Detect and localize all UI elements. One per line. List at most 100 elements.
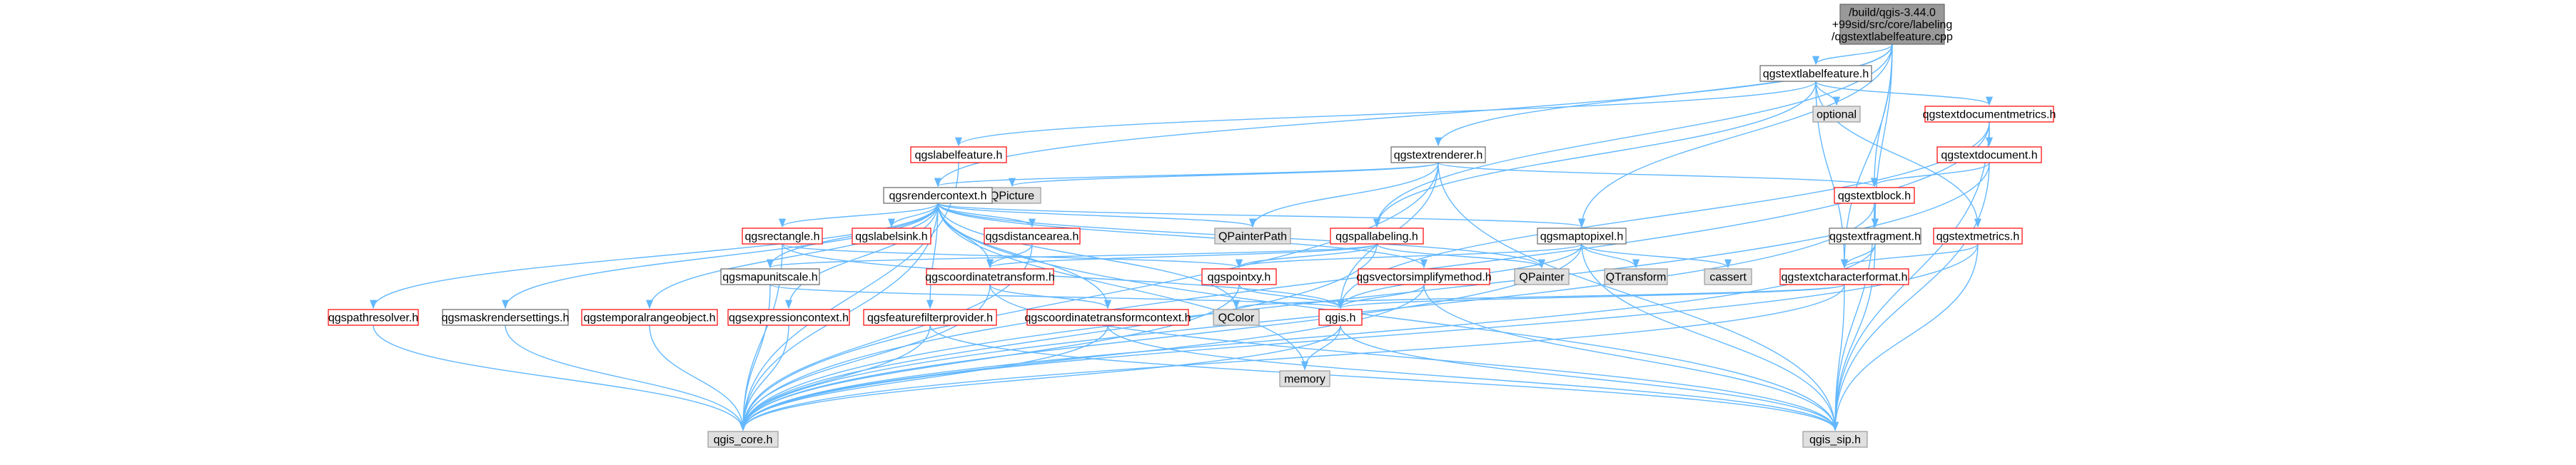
node-label: qgis_sip.h — [1809, 434, 1861, 446]
node-qgstextrenderer[interactable]: qgstextrenderer.h — [1390, 146, 1486, 163]
edge-qgstextmetrics-to-qgis_sip — [1831, 243, 1979, 431]
node-qgspointxy[interactable]: qgspointxy.h — [1201, 268, 1277, 285]
node-label: qgspointxy.h — [1208, 272, 1271, 284]
node-label: qgsdistancearea.h — [986, 231, 1079, 243]
node-label: cassert — [1709, 272, 1747, 284]
node-box — [1779, 268, 1909, 285]
edge-qgstextblock-to-qgis_core — [739, 203, 1875, 431]
node-label: qgsrendercontext.h — [889, 190, 987, 203]
node-qgsfeaturefilterprovider[interactable]: qgsfeaturefilterprovider.h — [863, 309, 997, 326]
node-box — [926, 268, 1054, 285]
node-label: qgspathresolver.h — [328, 312, 418, 325]
node-label: qgscoordinatetransform.h — [925, 272, 1054, 284]
node-qgis[interactable]: qgis.h — [1318, 309, 1363, 326]
node-qgsdistancearea[interactable]: qgsdistancearea.h — [984, 228, 1081, 245]
node-box — [707, 431, 779, 448]
node-qpicture: QPicture — [983, 187, 1041, 204]
node-qgstextblock[interactable]: qgstextblock.h — [1834, 187, 1915, 204]
node-cassert: cassert — [1704, 268, 1752, 285]
node-label: qgstextlabelfeature.h — [1763, 68, 1869, 81]
node-label: /build/qgis-3.44.0 — [1849, 7, 1936, 19]
edge-qgsmaptopixel-to-qgis_sip — [1581, 243, 1839, 431]
edge-qgsrendercontext-to-qgsvectorsimplifymethod — [937, 203, 1428, 269]
edge-qgspallabeling-to-qgsmapunitscale — [767, 243, 1378, 269]
edge-root-to-qgsmaptopixel — [1577, 44, 1893, 228]
node-box — [1330, 228, 1424, 245]
edge-qgis-to-qgis_core — [739, 325, 1341, 431]
node-label: qgslabelsink.h — [855, 231, 927, 243]
node-qgstextfragment[interactable]: qgstextfragment.h — [1829, 228, 1921, 245]
node-optional: optional — [1812, 106, 1861, 123]
node-label: qgstemporalrangeobject.h — [583, 312, 715, 325]
node-qgstextmetrics[interactable]: qgstextmetrics.h — [1933, 228, 2023, 245]
edge-qgsmapunitscale-to-qgis — [769, 284, 1344, 310]
node-qgsmaptopixel[interactable]: qgsmaptopixel.h — [1537, 228, 1627, 245]
edge-qgsrendercontext-to-qgsdistancearea — [937, 203, 1036, 228]
node-label: QPainterPath — [1218, 231, 1287, 243]
edge-qgspallabeling-to-qpainter — [1376, 243, 1545, 269]
node-qgsrectangle[interactable]: qgsrectangle.h — [742, 228, 823, 245]
edge-qgstextlabelfeature-to-qgslabelfeature — [955, 81, 1817, 147]
edge-qgscoordinatetransformcontext-to-qgis_core — [739, 325, 1108, 431]
node-label: memory — [1284, 374, 1325, 386]
node-qgscoordinatetransform[interactable]: qgscoordinatetransform.h — [925, 268, 1055, 285]
edge-root-to-qgstextlabelfeature — [1812, 44, 1893, 66]
node-qgslabelfeature[interactable]: qgslabelfeature.h — [910, 146, 1007, 163]
edge-qgsrendercontext-to-qgsexpressioncontext — [784, 203, 939, 310]
node-qgstemporalrangeobject[interactable]: qgstemporalrangeobject.h — [581, 309, 718, 326]
node-box — [1933, 228, 2023, 245]
node-label: qgstextmetrics.h — [1936, 231, 2019, 243]
node-box — [910, 146, 1007, 163]
node-label: qgsmaskrendersettings.h — [442, 312, 570, 325]
node-qgstextdocument[interactable]: qgstextdocument.h — [1936, 146, 2042, 163]
edge-qgsvectorsimplifymethod-to-qgis_sip — [1423, 284, 1839, 431]
node-qgsexpressioncontext[interactable]: qgsexpressioncontext.h — [727, 309, 850, 326]
edge-qgspathresolver-to-qgis_core — [373, 325, 747, 431]
edge-qgsfeaturefilterprovider-to-qgis_sip — [929, 325, 1839, 431]
edge-qgsrectangle-to-qgis — [782, 243, 1344, 310]
edge-qgstextdocument-to-qgstextblock — [1871, 162, 1990, 188]
node-box — [742, 228, 823, 245]
node-qcolor: QColor — [1213, 309, 1260, 326]
edge-qgsmapunitscale-to-qgis_core — [739, 284, 771, 431]
node-box — [1201, 268, 1277, 285]
node-qpainterpath: QPainterPath — [1214, 228, 1291, 245]
edge-qgsrendercontext-to-memory — [937, 203, 1308, 371]
edge-qgstextlabelfeature-to-qgspallabeling — [1373, 81, 1817, 228]
node-label: qgspallabeling.h — [1335, 231, 1418, 243]
node-box — [1839, 4, 1945, 45]
edge-qgstextrenderer-to-qgstextblock — [1438, 162, 1878, 188]
node-box — [1834, 187, 1915, 204]
node-qgstextdocumentmetrics[interactable]: qgstextdocumentmetrics.h — [1923, 106, 2056, 123]
node-qgsmapunitscale[interactable]: qgsmapunitscale.h — [720, 268, 820, 285]
edge-qgstextlabelfeature-to-qgstextdocumentmetrics — [1815, 81, 1993, 106]
edge-qgsrendercontext-to-qgsmaptopixel — [937, 203, 1585, 228]
node-qgstextcharacterformat[interactable]: qgstextcharacterformat.h — [1779, 268, 1909, 285]
edge-qgstextcharacterformat-to-qgis_core — [739, 284, 1845, 431]
node-box — [581, 309, 718, 326]
edge-qgstextdocument-to-qgis_sip — [1831, 162, 1990, 431]
node-qgspallabeling[interactable]: qgspallabeling.h — [1330, 228, 1424, 245]
node-qgspathresolver[interactable]: qgspathresolver.h — [328, 309, 419, 326]
node-qgsrendercontext[interactable]: qgsrendercontext.h — [883, 187, 993, 204]
node-qgsvectorsimplifymethod[interactable]: qgsvectorsimplifymethod.h — [1356, 268, 1492, 285]
node-root[interactable]: /build/qgis-3.44.0+99sid/src/core/labeli… — [1832, 4, 1953, 45]
edge-qgsrendercontext-to-qgsrectangle — [779, 203, 939, 228]
node-qgscoordinatetransformcontext[interactable]: qgscoordinatetransformcontext.h — [1024, 309, 1191, 326]
node-box — [1358, 268, 1490, 285]
node-box — [1214, 228, 1291, 245]
node-qgslabelsink[interactable]: qgslabelsink.h — [852, 228, 931, 245]
node-qgstextlabelfeature[interactable]: qgstextlabelfeature.h — [1759, 65, 1872, 82]
node-qpainter: QPainter — [1514, 268, 1570, 285]
edge-qgis-to-qgis_sip — [1340, 325, 1839, 431]
edge-qgsrectangle-to-qgspointxy — [782, 243, 1243, 269]
node-label: QPainter — [1519, 272, 1565, 284]
node-box — [1390, 146, 1486, 163]
node-box — [328, 309, 419, 326]
edge-qgis-to-memory — [1300, 325, 1341, 371]
edge-qgstextrenderer-to-qgis_sip — [1438, 162, 1839, 431]
node-qgsmaskrendersettings[interactable]: qgsmaskrendersettings.h — [442, 309, 570, 326]
edge-qgspointxy-to-qgis — [1238, 284, 1344, 310]
edge-qgsrendercontext-to-qgsfeaturefilterprovider — [926, 203, 939, 310]
